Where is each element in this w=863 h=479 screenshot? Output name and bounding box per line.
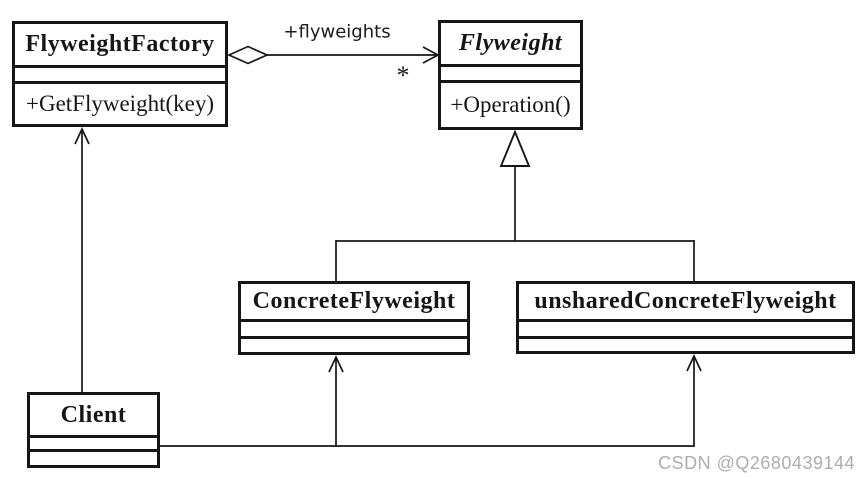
class-name-concreteflyweight: ConcreteFlyweight	[252, 288, 456, 314]
aggregation-arrowhead-icon	[422, 46, 440, 64]
attributes-compartment	[441, 67, 580, 83]
methods-compartment	[519, 339, 852, 351]
watermark-text: CSDN @Q2680439144	[658, 453, 855, 473]
class-box-flyweightfactory: FlyweightFactory +GetFlyweight(key)	[12, 21, 228, 127]
class-name-compartment: Client	[30, 395, 157, 438]
methods-compartment	[241, 339, 467, 352]
class-name-compartment: FlyweightFactory	[15, 24, 225, 68]
client-unshared-arrowhead-icon	[686, 353, 702, 372]
client-concrete-arrowhead-icon	[328, 354, 344, 373]
class-box-flyweight: Flyweight +Operation()	[438, 20, 583, 130]
inheritance-triangle-icon	[499, 129, 531, 167]
method-operation: +Operation()	[450, 92, 571, 117]
methods-compartment: +GetFlyweight(key)	[15, 84, 225, 124]
attributes-compartment	[15, 68, 225, 84]
method-getflyweight: +GetFlyweight(key)	[26, 91, 214, 116]
multiplicity-label: *	[396, 61, 410, 90]
attributes-compartment	[241, 322, 467, 339]
methods-compartment: +Operation()	[441, 83, 580, 127]
attributes-compartment	[30, 438, 157, 452]
aggregation-role-label: +flyweights	[283, 21, 391, 43]
class-name-compartment: ConcreteFlyweight	[241, 284, 467, 322]
class-name-compartment: Flyweight	[441, 23, 580, 67]
class-box-client: Client	[27, 392, 160, 468]
aggregation-diamond-icon	[226, 45, 270, 65]
class-box-unsharedconcreteflyweight: unsharedConcreteFlyweight	[516, 281, 855, 354]
class-name-client: Client	[60, 401, 127, 428]
attributes-compartment	[519, 322, 852, 339]
client-factory-arrowhead-icon	[74, 126, 90, 145]
class-name-flyweightfactory: FlyweightFactory	[25, 31, 215, 57]
class-name-flyweight: Flyweight	[458, 30, 563, 56]
methods-compartment	[30, 452, 157, 465]
class-box-concreteflyweight: ConcreteFlyweight	[238, 281, 470, 355]
class-name-compartment: unsharedConcreteFlyweight	[519, 284, 852, 322]
class-name-unsharedconcreteflyweight: unsharedConcreteFlyweight	[534, 288, 837, 314]
